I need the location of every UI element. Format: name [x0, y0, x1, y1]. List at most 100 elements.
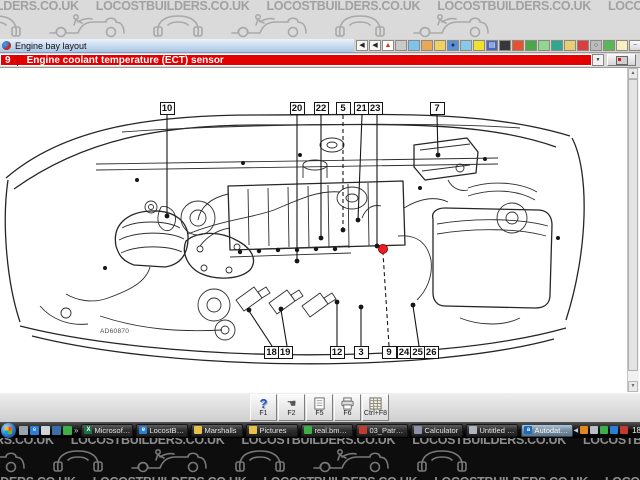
show-desktop-icon[interactable]: [19, 425, 28, 435]
vertical-scrollbar[interactable]: ▲ ▼: [627, 68, 639, 392]
watermark-text: LOCOSTBUILDERS.CO.UK: [607, 0, 640, 13]
engine-management-icon[interactable]: [512, 40, 524, 51]
hazard-warning-icon[interactable]: ▲: [382, 40, 394, 51]
taskbar-button-marshalls[interactable]: Marshalls: [191, 423, 244, 437]
internet-explorer-icon[interactable]: e: [30, 425, 39, 435]
taskbar-app-icon: [249, 426, 258, 434]
taskbar-button-locostbuild[interactable]: eLocostBuild...: [136, 423, 189, 437]
watermark-text: LOCOSTBUILDERS.CO.UK: [605, 476, 640, 480]
component-number: 9: [1, 54, 18, 66]
watermark-text: LOCOSTBUILDERS.CO.UK: [412, 438, 566, 447]
fkey-label: F5: [315, 410, 324, 417]
callout-group: 3: [353, 346, 369, 359]
watermark-text: LOCOSTBUILDERS.CO.UK: [263, 476, 417, 480]
print-section-button[interactable]: [607, 54, 636, 66]
adjustments-icon[interactable]: [421, 40, 433, 51]
tray-volume-icon[interactable]: [620, 426, 629, 434]
tray-orange-icon[interactable]: [580, 426, 589, 434]
tray-gray-icon[interactable]: [590, 426, 599, 434]
fkey-f2-button[interactable]: ☚F2: [278, 394, 305, 421]
watermark-text: LOCOSTBUILDERS.CO.UK: [0, 0, 79, 13]
taskbar-app-icon: [359, 426, 368, 434]
diagnostics-icon[interactable]: [460, 40, 472, 51]
taskbar-button-real-bmp[interactable]: real.bmp - ...: [301, 423, 354, 437]
callout-20[interactable]: 20: [289, 102, 305, 115]
taskbar-app-icon: X: [84, 426, 93, 434]
component-dark-icon[interactable]: [499, 40, 511, 51]
steering-wheel-icon[interactable]: ●: [447, 40, 459, 51]
scroll-thumb[interactable]: [628, 79, 638, 371]
quicklaunch-overflow-button[interactable]: »: [74, 425, 79, 435]
airbags-icon[interactable]: [577, 40, 589, 51]
locost-car-icon: [312, 448, 390, 474]
callout-9[interactable]: 9: [381, 346, 397, 359]
watermark-text-row: LOCOSTBUILDERS.CO.UK LOCOSTBUILDERS.CO.UK…: [0, 438, 640, 447]
watermark-text: LOCOSTBUILDERS.CO.UK: [241, 438, 396, 447]
fkey-ctrl-f8-button[interactable]: Ctrl+F8: [362, 394, 389, 421]
scroll-down-button[interactable]: ▼: [628, 381, 638, 392]
window-switcher-icon[interactable]: [41, 425, 50, 435]
document-title: Engine bay layout: [15, 40, 87, 51]
app-green-icon[interactable]: [63, 425, 72, 435]
taskbar-button-calculator[interactable]: Calculator: [411, 423, 464, 437]
media-player-icon[interactable]: [52, 425, 61, 435]
callout-5[interactable]: 5: [335, 102, 351, 115]
help-icon: ?: [259, 395, 268, 411]
tray-network-icon[interactable]: [610, 426, 619, 434]
selected-component-bar: 9 Engine coolant temperature (ECT) senso…: [0, 54, 592, 66]
locost-car-icon: [230, 13, 308, 39]
ignition-icon[interactable]: [473, 40, 485, 51]
taskbar-button-03-patrol-a[interactable]: 03_Patrol_a...: [356, 423, 409, 437]
figure-code: AD60870: [100, 328, 130, 335]
locost-car-icon: [152, 13, 204, 39]
taskbar-button-label: 03_Patrol_a...: [369, 425, 406, 435]
callout-12[interactable]: 12: [329, 346, 345, 359]
scroll-up-button[interactable]: ▲: [628, 68, 638, 79]
callout-group: 12: [329, 346, 345, 359]
tray-green-icon[interactable]: [600, 426, 609, 434]
callout-26[interactable]: 26: [423, 346, 439, 359]
callout-19[interactable]: 19: [277, 346, 293, 359]
callout-group: 22: [313, 102, 329, 115]
fkey-f5-button[interactable]: F5: [306, 394, 333, 421]
callout-10[interactable]: 10: [159, 102, 175, 115]
locost-car-icon: [48, 13, 126, 39]
taskbar-button-pictures[interactable]: Pictures: [246, 423, 299, 437]
tray-expand-button[interactable]: ◀: [573, 427, 579, 434]
fuses-relays-icon[interactable]: [564, 40, 576, 51]
fkey-f6-button[interactable]: F6: [334, 394, 361, 421]
current-selection-icon[interactable]: [616, 40, 628, 51]
hand-icon: ☚: [286, 397, 297, 410]
callout-3[interactable]: 3: [353, 346, 369, 359]
tool-grayed-icon[interactable]: [395, 40, 407, 51]
key-programming-icon[interactable]: [551, 40, 563, 51]
taskbar-clock[interactable]: 18:32: [632, 425, 640, 435]
tyres-icon[interactable]: ○: [590, 40, 602, 51]
callout-22[interactable]: 22: [313, 102, 329, 115]
notification-area: ◀ 18:32: [573, 426, 640, 435]
engine-bay-diagram: [4, 113, 585, 365]
document-titlebar: Engine bay layout: [0, 39, 354, 53]
lubricants-icon[interactable]: [434, 40, 446, 51]
vehicle-data-icon[interactable]: [603, 40, 615, 51]
nav-first-icon[interactable]: ◀: [356, 40, 368, 51]
watermark-text-row: LOCOSTBUILDERS.CO.UK LOCOSTBUILDERS.CO.UK…: [0, 476, 640, 480]
callout-23[interactable]: 23: [367, 102, 383, 115]
start-button[interactable]: [1, 422, 16, 438]
callout-7[interactable]: 7: [429, 102, 445, 115]
fkey-label: F2: [287, 410, 296, 417]
repair-times-icon[interactable]: [538, 40, 550, 51]
fkey-f1-button[interactable]: ?F1: [250, 394, 277, 421]
technical-drawings-icon[interactable]: [408, 40, 420, 51]
taskbar-button-untitled-pa[interactable]: Untitled - Pa...: [466, 423, 519, 437]
locost-car-icon: [52, 448, 104, 474]
service-schedules-icon[interactable]: [525, 40, 537, 51]
nav-previous-icon[interactable]: ◀: [369, 40, 381, 51]
component-dropdown-button[interactable]: ▼: [592, 54, 604, 66]
wiring-diagrams-icon[interactable]: ▤: [486, 40, 498, 51]
minimize-button[interactable]: −: [629, 40, 640, 51]
